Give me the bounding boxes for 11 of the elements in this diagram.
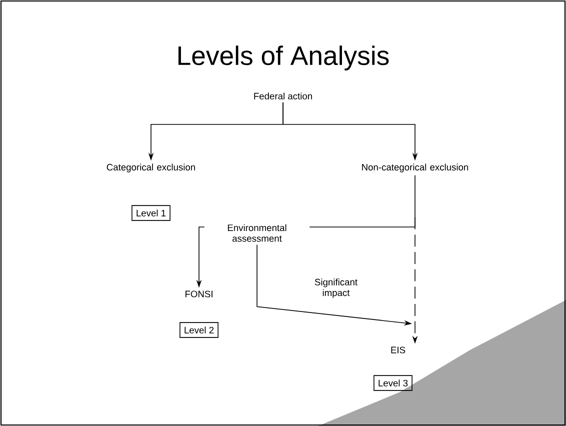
title: Levels of Analysis bbox=[178, 46, 389, 70]
text-label: Environmental assessment bbox=[228, 224, 286, 242]
text-label: Categorical exclusion bbox=[106, 164, 195, 172]
text-label: EIS bbox=[391, 346, 406, 354]
text-label: Non-categorical exclusion bbox=[362, 164, 468, 172]
text-label: Federal action bbox=[254, 92, 312, 100]
level-box: Level 2 bbox=[180, 322, 218, 338]
text-label: FONSI bbox=[186, 290, 212, 298]
edge-label: Significant impact bbox=[304, 277, 368, 300]
level-box: Level 1 bbox=[132, 205, 170, 221]
level-box: Level 3 bbox=[374, 375, 412, 391]
